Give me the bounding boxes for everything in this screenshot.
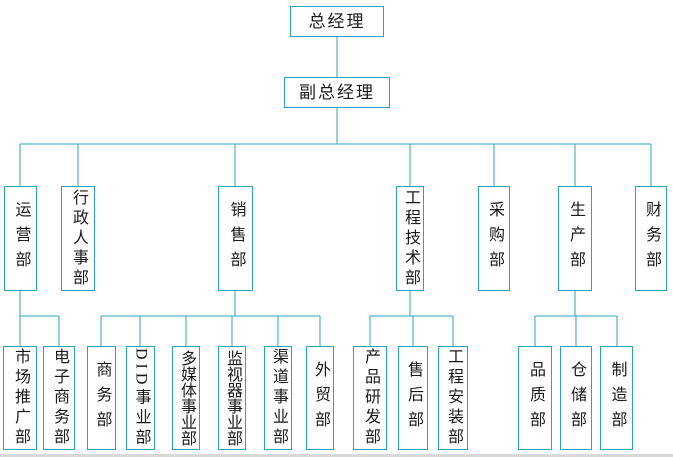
node-engineering-install-dept: 工程安装部 [438, 346, 468, 450]
node-manufacturing-dept: 制造部 [600, 346, 633, 450]
node-multimedia-division: 多媒体事业部 [172, 346, 200, 450]
node-operations-dept: 运营部 [4, 186, 37, 291]
node-quality-dept: 品质部 [518, 346, 552, 450]
node-foreign-trade-dept: 外贸部 [306, 346, 334, 450]
node-channel-division: 渠道事业部 [264, 346, 292, 450]
node-purchasing-dept: 采购部 [478, 186, 510, 291]
node-warehouse-dept: 仓储部 [560, 346, 592, 450]
node-product-rd-dept: 产品研发部 [353, 346, 387, 450]
node-deputy-general-manager: 副总经理 [284, 77, 390, 108]
node-after-sales-dept: 售后部 [398, 346, 428, 450]
node-business-dept: 商务部 [87, 346, 116, 450]
node-ecommerce-dept: 电子商务部 [43, 346, 75, 450]
node-production-dept: 生产部 [558, 186, 592, 291]
node-general-manager: 总经理 [290, 6, 384, 37]
node-did-division: DID事业部 [126, 346, 155, 450]
node-sales-dept: 销售部 [218, 186, 253, 291]
node-admin-hr-dept: 行政人事部 [61, 186, 95, 291]
node-finance-dept: 财务部 [635, 186, 667, 291]
node-engineering-tech-dept: 工程技术部 [396, 186, 424, 291]
bottom-edge-line [0, 454, 673, 457]
node-market-promotion-dept: 市场推广部 [3, 346, 37, 450]
node-monitor-division: 监视器事业部 [218, 346, 246, 450]
